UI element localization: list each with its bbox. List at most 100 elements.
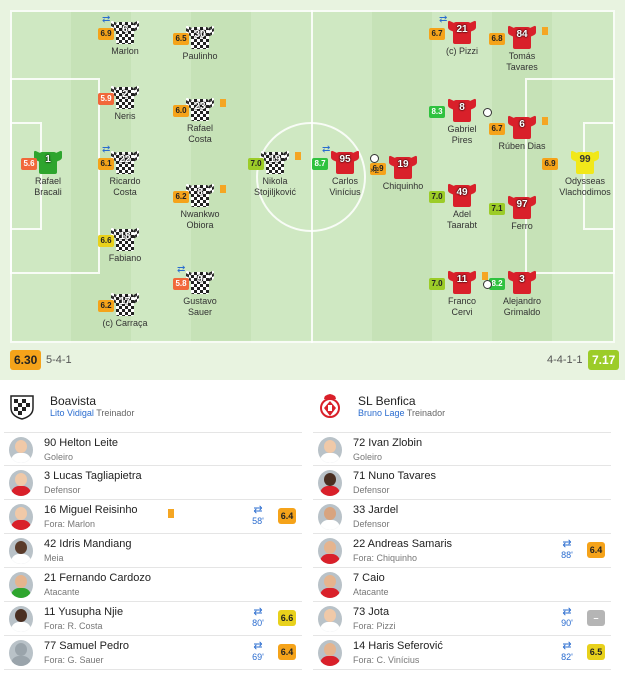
player-name: Neris [114, 111, 136, 121]
player-name: Ferro [511, 221, 533, 231]
bench-player-rating: – [587, 610, 605, 626]
bench-player-name[interactable]: 14 Haris Seferović [353, 640, 443, 652]
avatar [318, 470, 342, 496]
player-rating: 6.2 [98, 300, 114, 312]
home-team-name[interactable]: Boavista [50, 394, 97, 408]
yellow-card-icon [167, 509, 174, 518]
player-rating: 7.0 [429, 191, 445, 203]
avatar-torso [320, 520, 340, 530]
bench-player-name[interactable]: 90 Helton Leite [44, 437, 118, 449]
player-rating: 8.7 [312, 158, 328, 170]
benfica-crest-icon [320, 394, 340, 418]
away-coach-name[interactable]: Bruno Lage [358, 408, 405, 418]
bench-player-rating: 6.4 [278, 644, 296, 660]
home-coach-name[interactable]: Lito Vidigal [50, 408, 94, 418]
sub-minute: 80' [252, 618, 264, 628]
avatar [9, 437, 33, 463]
bench-player-name[interactable]: 7 Caio [353, 572, 385, 584]
shirt-icon: 11 [448, 270, 476, 294]
bench-player-name[interactable]: 21 Fernando Cardozo [44, 572, 152, 584]
shirt-icon: 19 [261, 150, 289, 174]
bench-player-name[interactable]: 73 Jota [353, 606, 390, 618]
avatar-head [15, 643, 27, 656]
player-name: (c) Pizzi [446, 46, 478, 56]
swap-arrows-icon: ⇄ [322, 144, 331, 155]
avatar-torso [11, 554, 31, 564]
bench-player-name[interactable]: 71 Nuno Tavares [353, 470, 436, 482]
player-rating: 8.2 [489, 278, 505, 290]
avatar-torso [11, 656, 31, 666]
shirt-number: 23 [194, 101, 206, 112]
player-rating: 7.1 [489, 203, 505, 215]
bench-player-detail: Defensor [353, 485, 390, 495]
shirt-body [453, 100, 471, 122]
player-name: Marlon [111, 46, 139, 56]
shirt-number: 17 [119, 296, 131, 307]
player-rating: 6.9 [98, 28, 114, 40]
player-name: Paulinho [182, 51, 218, 61]
bench-player-name[interactable]: 33 Jardel [353, 504, 399, 516]
shirt-body [116, 229, 134, 251]
bench-player-name[interactable]: 22 Andreas Samaris [353, 538, 453, 550]
bench-player-name[interactable]: 3 Lucas Tagliapietra [44, 470, 142, 482]
shirt-icon: 8 [448, 98, 476, 122]
bench-player-name[interactable]: 11 Yusupha Njie [44, 606, 124, 618]
shirt-icon: 19 [389, 155, 417, 179]
shirt-body [191, 272, 209, 294]
player-name: Fabiano [108, 253, 142, 263]
away-team-name[interactable]: SL Benfica [358, 394, 416, 408]
bench-player-name[interactable]: 77 Samuel Pedro [44, 640, 129, 652]
bench-player-name[interactable]: 72 Ivan Zlobin [353, 437, 423, 449]
shirt-body [513, 27, 531, 49]
avatar [9, 640, 33, 666]
avatar-torso [11, 622, 31, 632]
shirt-number: 19 [269, 154, 281, 165]
bench-player-name[interactable]: 16 Miguel Reisinho [44, 504, 138, 516]
swap-arrows-icon: ⇄ [562, 606, 572, 618]
bench-player-rating: 6.5 [587, 644, 605, 660]
home-formation: 5-4-1 [46, 354, 72, 366]
bench-player-name[interactable]: 42 Idris Mandiang [44, 538, 132, 550]
shirt-number: 19 [397, 159, 409, 170]
substitution-time: ⇄82' [557, 640, 577, 662]
